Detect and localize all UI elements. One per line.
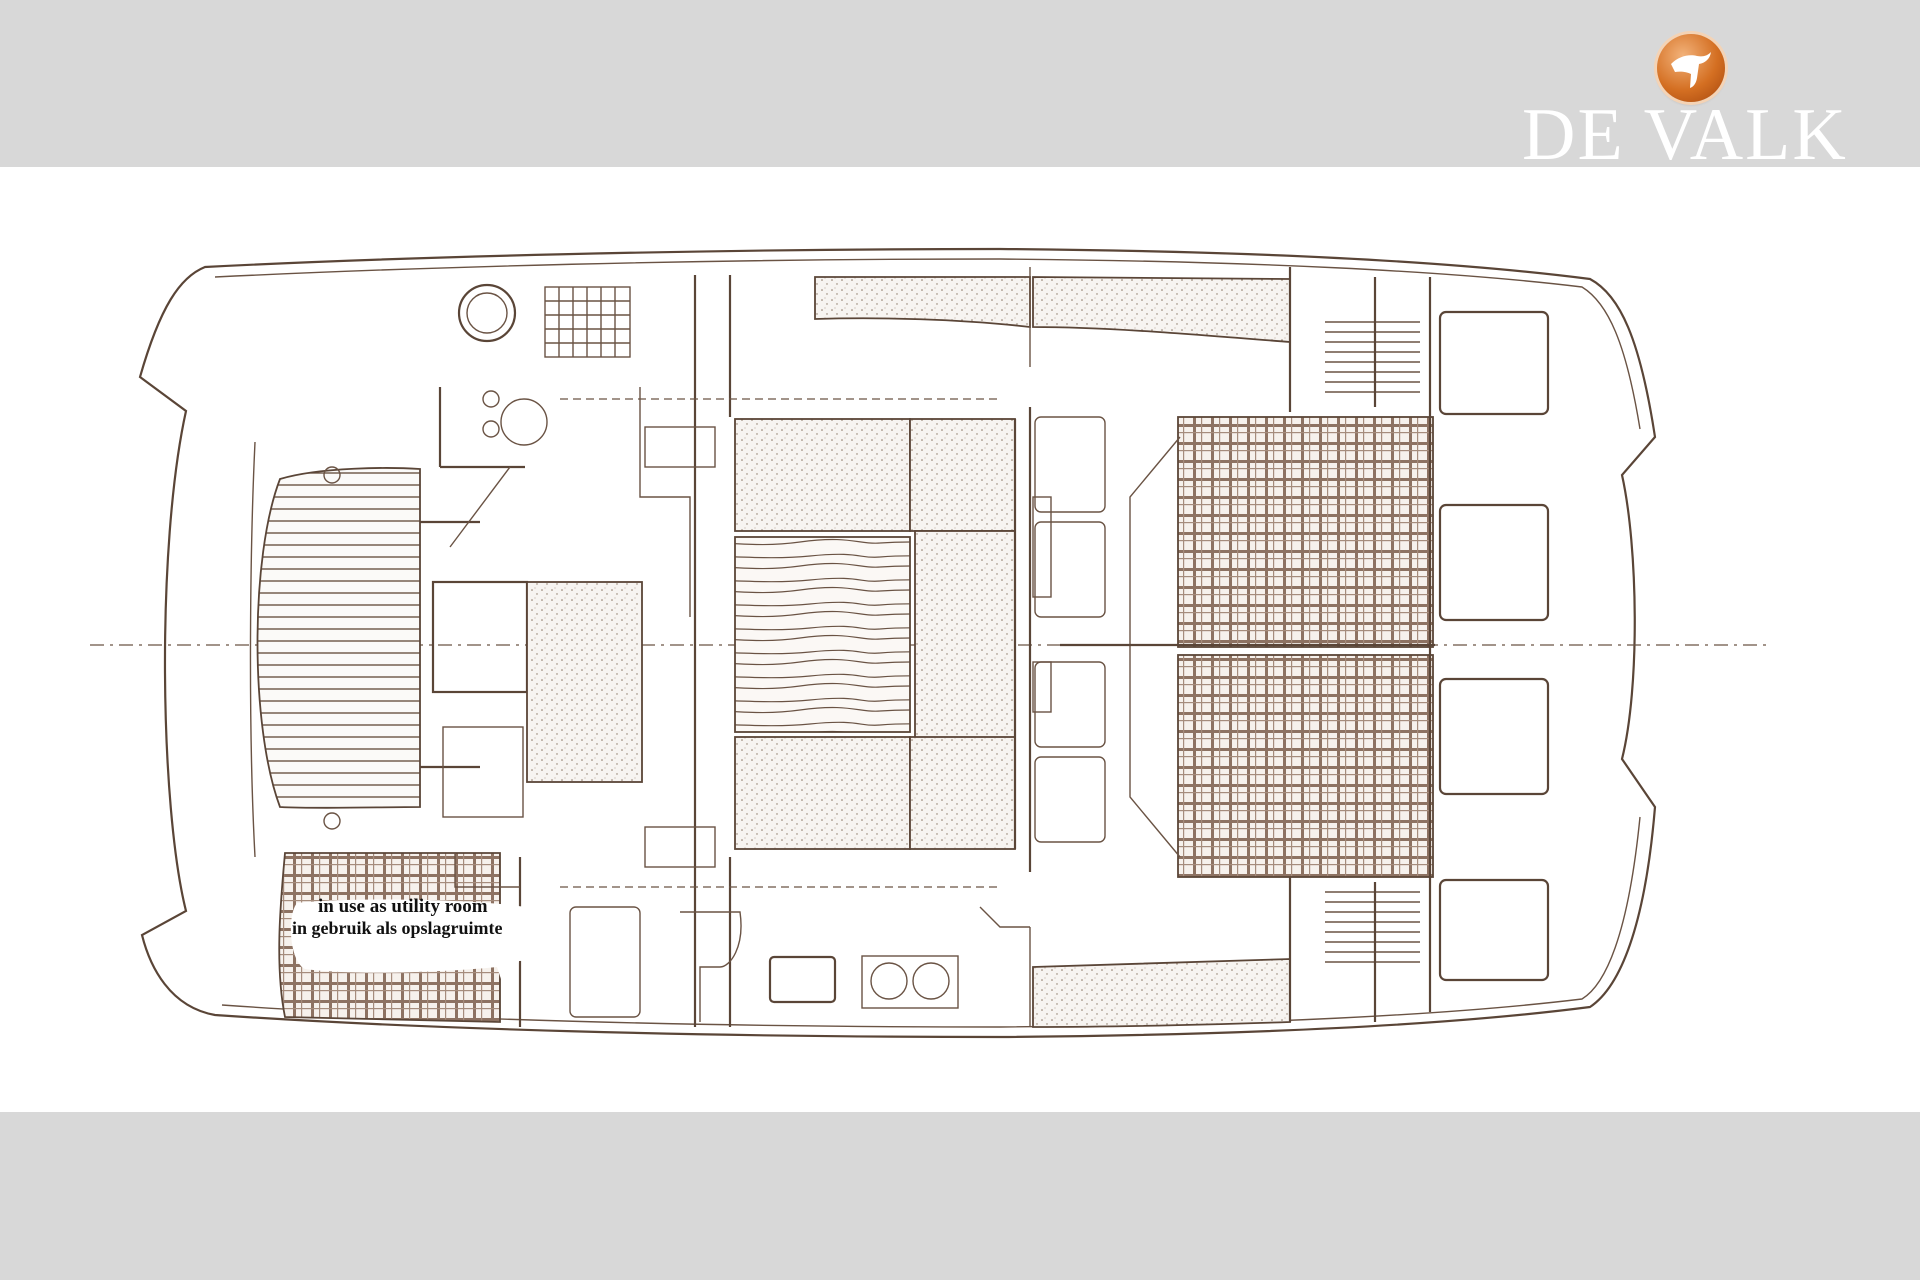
deck-plan-drawing [90, 247, 1770, 1039]
falcon-emblem-icon [1657, 34, 1725, 102]
top-band [0, 0, 1920, 167]
bottom-band [0, 1112, 1920, 1280]
brand-name: DE VALK [1522, 94, 1848, 176]
brand-logo[interactable]: DE VALK [1500, 28, 1900, 172]
annotation-bubble [290, 899, 545, 1003]
annotation-english: in use as utility room [318, 896, 488, 917]
annotation-dutch: in gebruik als opslagruimte [292, 918, 503, 938]
